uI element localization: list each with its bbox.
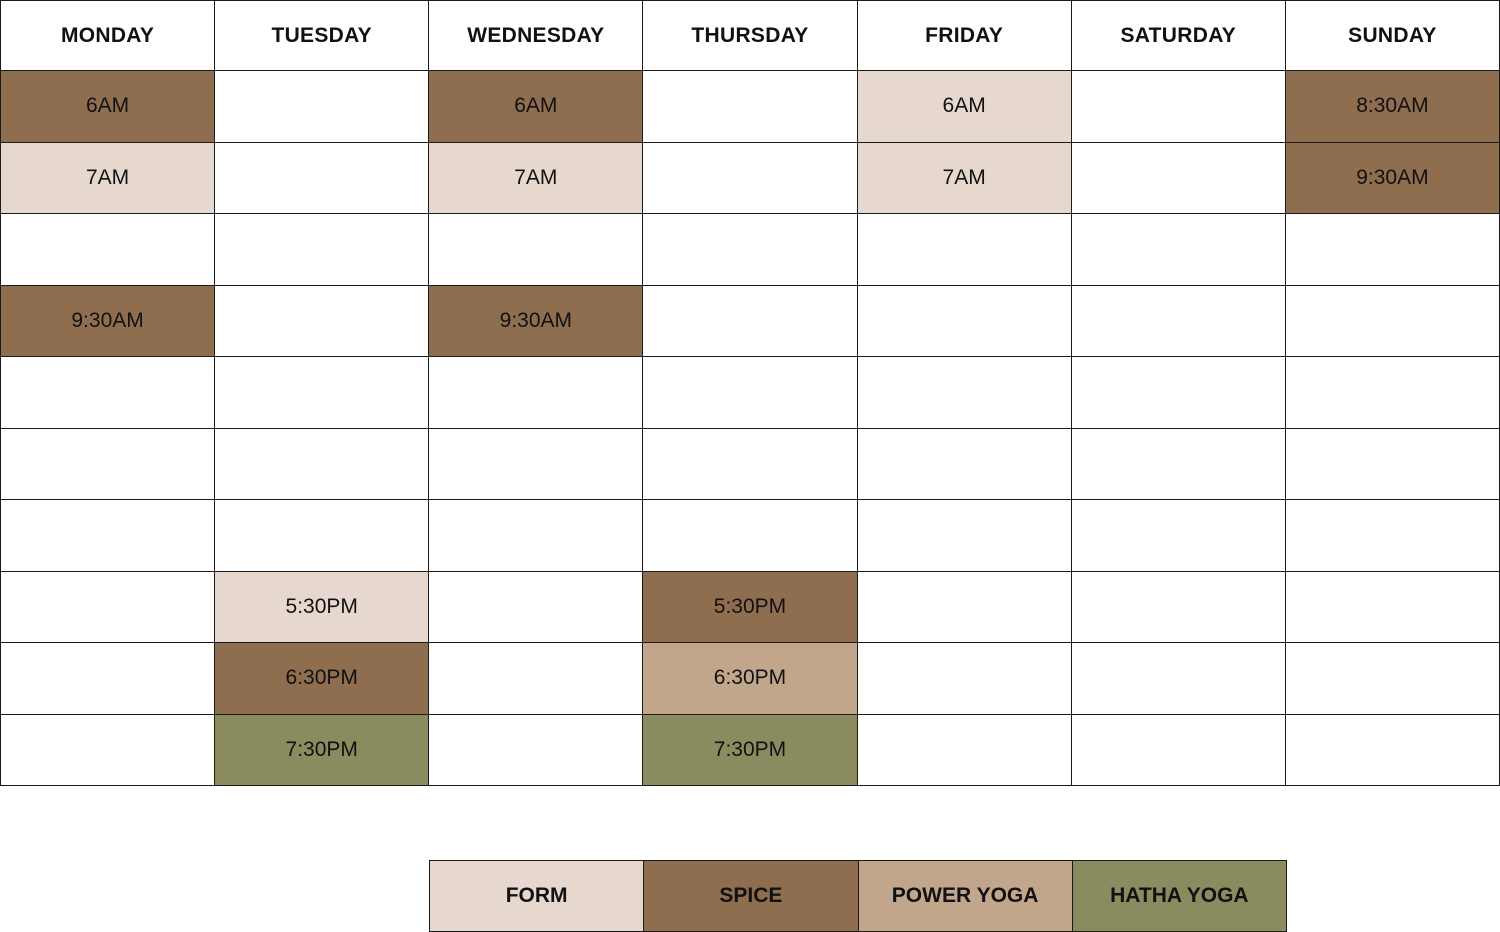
time-slot-row: 6AM 6AM 6AM 8:30AM <box>0 70 1500 143</box>
empty-slot <box>1070 499 1286 572</box>
empty-slot <box>1284 284 1500 357</box>
empty-slot <box>642 70 858 143</box>
day-header-monday: MONDAY <box>0 0 216 71</box>
class-slot: 6:30PM <box>642 642 858 715</box>
legend-item-hatha: HATHA YOGA <box>1071 860 1288 932</box>
empty-slot <box>0 642 216 715</box>
time-slot-row: 7:30PM 7:30PM <box>0 713 1500 786</box>
empty-slot <box>856 642 1072 715</box>
time-slot-row <box>0 499 1500 572</box>
empty-slot <box>428 213 644 286</box>
empty-slot <box>856 213 1072 286</box>
empty-slot <box>642 499 858 572</box>
empty-slot <box>1284 427 1500 500</box>
day-header-thursday: THURSDAY <box>642 0 858 71</box>
legend-item-power: POWER YOGA <box>857 860 1073 932</box>
empty-slot <box>1284 356 1500 429</box>
empty-slot <box>428 642 644 715</box>
empty-slot <box>0 213 216 286</box>
empty-slot <box>214 213 430 286</box>
empty-slot <box>642 213 858 286</box>
empty-slot <box>856 713 1072 786</box>
empty-slot <box>1070 284 1286 357</box>
empty-slot <box>856 356 1072 429</box>
empty-slot <box>856 427 1072 500</box>
empty-slot <box>1070 713 1286 786</box>
empty-slot <box>642 356 858 429</box>
empty-slot <box>856 499 1072 572</box>
day-header-tuesday: TUESDAY <box>214 0 430 71</box>
empty-slot <box>214 427 430 500</box>
empty-slot <box>1070 570 1286 643</box>
empty-slot <box>0 499 216 572</box>
time-slot-row: 5:30PM 5:30PM <box>0 570 1500 643</box>
empty-slot <box>1070 213 1286 286</box>
empty-slot <box>0 356 216 429</box>
empty-slot <box>428 499 644 572</box>
time-slot-row: 7AM 7AM 7AM 9:30AM <box>0 141 1500 214</box>
empty-slot <box>642 427 858 500</box>
time-slot-row <box>0 213 1500 286</box>
empty-slot <box>214 141 430 214</box>
empty-slot <box>1070 70 1286 143</box>
empty-slot <box>1070 427 1286 500</box>
empty-slot <box>642 284 858 357</box>
empty-slot <box>856 570 1072 643</box>
time-slot-row: 9:30AM 9:30AM <box>0 284 1500 357</box>
empty-slot <box>1070 642 1286 715</box>
empty-slot <box>856 284 1072 357</box>
empty-slot <box>428 427 644 500</box>
empty-slot <box>1284 713 1500 786</box>
empty-slot <box>1284 213 1500 286</box>
time-slot-row <box>0 356 1500 429</box>
class-slot: 9:30AM <box>428 284 644 357</box>
class-slot: 7AM <box>856 141 1072 214</box>
class-slot: 7AM <box>0 141 216 214</box>
class-slot: 7AM <box>428 141 644 214</box>
empty-slot <box>428 570 644 643</box>
class-slot: 6AM <box>428 70 644 143</box>
empty-slot <box>1284 499 1500 572</box>
class-slot: 6:30PM <box>214 642 430 715</box>
time-slot-row <box>0 427 1500 500</box>
class-slot: 7:30PM <box>642 713 858 786</box>
empty-slot <box>214 284 430 357</box>
legend-item-spice: SPICE <box>643 860 859 932</box>
empty-slot <box>0 713 216 786</box>
day-header-friday: FRIDAY <box>856 0 1072 71</box>
empty-slot <box>1070 356 1286 429</box>
empty-slot <box>0 570 216 643</box>
empty-slot <box>214 499 430 572</box>
empty-slot <box>1284 570 1500 643</box>
class-slot: 9:30AM <box>0 284 216 357</box>
class-slot: 8:30AM <box>1284 70 1500 143</box>
legend-item-form: FORM <box>428 860 645 932</box>
class-slot: 5:30PM <box>642 570 858 643</box>
empty-slot <box>428 356 644 429</box>
day-header-sunday: SUNDAY <box>1284 0 1500 71</box>
empty-slot <box>214 70 430 143</box>
empty-slot <box>0 427 216 500</box>
class-slot: 9:30AM <box>1284 141 1500 214</box>
empty-slot <box>214 356 430 429</box>
empty-slot <box>428 713 644 786</box>
time-slot-row: 6:30PM 6:30PM <box>0 642 1500 715</box>
empty-slot <box>1070 141 1286 214</box>
day-header-wednesday: WEDNESDAY <box>428 0 644 71</box>
empty-slot <box>642 141 858 214</box>
class-slot: 6AM <box>0 70 216 143</box>
class-slot: 7:30PM <box>214 713 430 786</box>
day-header-saturday: SATURDAY <box>1070 0 1286 71</box>
class-slot: 6AM <box>856 70 1072 143</box>
class-slot: 5:30PM <box>214 570 430 643</box>
empty-slot <box>1284 642 1500 715</box>
